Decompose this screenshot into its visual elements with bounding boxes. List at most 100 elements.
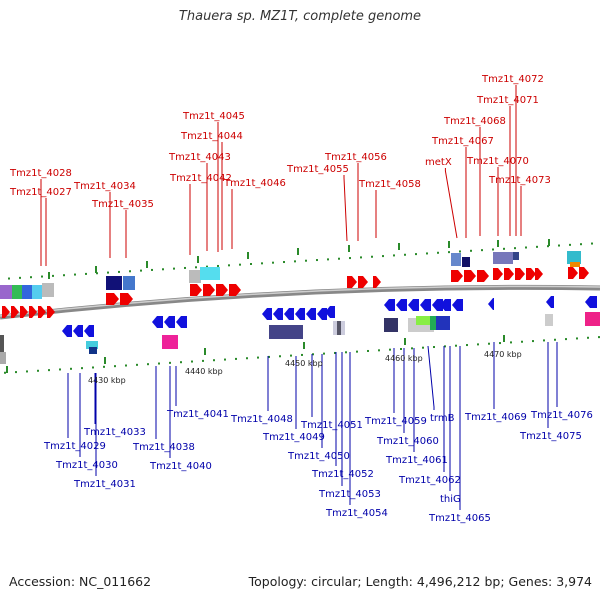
tick-dot <box>367 349 369 352</box>
forward-gene-arrow <box>535 268 543 280</box>
gene-label-Tmz1t_4070: Tmz1t_4070 <box>466 156 529 167</box>
feature-box <box>162 335 178 349</box>
reverse-gene-arrow <box>176 316 187 328</box>
tick-dot <box>92 366 94 369</box>
reverse-gene-arrow <box>152 316 163 328</box>
feature-box <box>567 251 581 264</box>
feature-box <box>0 335 4 353</box>
tick-dot <box>591 242 593 245</box>
gene-label-Tmz1t_4072: Tmz1t_4072 <box>481 74 544 85</box>
gene-label-trmB: trmB <box>430 413 455 424</box>
tick-dot <box>235 357 237 360</box>
forward-gene-arrow <box>579 267 589 279</box>
topology-info: Topology: circular; Length: 4,496,212 bp… <box>248 574 592 589</box>
reverse-gene-arrow <box>432 299 443 311</box>
tick-dot <box>514 247 516 250</box>
tick-dot <box>338 257 340 260</box>
tick-dot <box>246 357 248 360</box>
tick-dot <box>547 245 549 248</box>
forward-gene-arrow <box>106 293 119 305</box>
top-leader-line <box>343 175 348 242</box>
tick-dot <box>426 252 428 255</box>
gene-features <box>0 251 600 364</box>
feature-box <box>384 318 398 332</box>
scale-label: 4460 kbp <box>385 354 423 363</box>
tick-dot <box>74 273 76 276</box>
tick-dot <box>129 270 131 273</box>
gene-label-Tmz1t_4043: Tmz1t_4043 <box>168 152 231 163</box>
forward-gene-arrow <box>190 284 202 296</box>
tick-dot <box>169 361 171 364</box>
tick-dot <box>96 272 98 275</box>
gene-label-Tmz1t_4056: Tmz1t_4056 <box>324 152 387 163</box>
tick-mark <box>146 261 148 268</box>
tick-dot <box>15 371 17 374</box>
tick-mark <box>6 366 8 373</box>
tick-dot <box>525 246 527 249</box>
tick-dot <box>554 338 556 341</box>
gene-label-Tmz1t_4067: Tmz1t_4067 <box>431 136 494 147</box>
tick-mark <box>398 243 400 250</box>
gene-label-Tmz1t_4076: Tmz1t_4076 <box>530 410 593 421</box>
tick-dot <box>455 344 457 347</box>
reverse-gene-arrow <box>546 296 554 308</box>
tick-dot <box>290 354 292 357</box>
gene-label-Tmz1t_4027: Tmz1t_4027 <box>9 187 72 198</box>
tick-dot <box>52 274 54 277</box>
tick-dot <box>250 263 252 265</box>
forward-gene-arrow <box>2 306 10 318</box>
forward-gene-arrow <box>358 276 368 288</box>
reverse-gene-arrow <box>62 325 72 337</box>
tick-mark <box>197 256 199 263</box>
gene-label-Tmz1t_4029: Tmz1t_4029 <box>43 441 106 452</box>
tick-dot <box>356 350 358 353</box>
forward-gene-arrow <box>477 270 489 282</box>
tick-dot <box>191 360 193 363</box>
tick-dot <box>37 369 39 372</box>
gene-label-Tmz1t_4045: Tmz1t_4045 <box>182 111 245 122</box>
gene-label-Tmz1t_4060: Tmz1t_4060 <box>376 436 439 447</box>
feature-box <box>32 285 42 299</box>
gene-label-Tmz1t_4051: Tmz1t_4051 <box>300 420 363 431</box>
tick-dot <box>118 270 120 273</box>
tick-dot <box>147 363 149 366</box>
tick-dot <box>272 261 274 264</box>
feature-box <box>189 270 201 283</box>
reverse-gene-arrow <box>452 299 463 311</box>
tick-dot <box>19 276 21 279</box>
forward-gene-arrow <box>120 293 133 305</box>
tick-dot <box>503 247 505 250</box>
forward-gene-arrow <box>29 306 37 318</box>
gene-label-Tmz1t_4040: Tmz1t_4040 <box>149 461 212 472</box>
tick-dot <box>224 358 226 361</box>
tick-dot <box>360 256 362 259</box>
reverse-gene-arrow <box>262 308 272 320</box>
tick-dot <box>477 343 479 346</box>
gene-label-Tmz1t_4062: Tmz1t_4062 <box>398 475 461 486</box>
reverse-gene-arrow <box>408 299 419 311</box>
feature-box <box>22 285 32 299</box>
tick-dot <box>279 355 281 358</box>
tick-dot <box>85 272 87 275</box>
tick-dot <box>228 264 230 267</box>
feature-box <box>462 257 470 267</box>
tick-dot <box>301 353 303 356</box>
tick-dot <box>470 249 472 252</box>
feature-box <box>86 341 98 349</box>
tick-dot <box>158 362 160 365</box>
tick-dot <box>481 249 483 252</box>
reverse-gene-arrow <box>295 308 305 320</box>
tick-mark <box>348 245 350 252</box>
tick-dot <box>382 255 384 258</box>
forward-gene-arrow <box>526 268 536 280</box>
top-leader-line <box>444 168 458 239</box>
tick-dot <box>499 342 501 345</box>
label-leader-lines <box>40 85 558 510</box>
tick-mark <box>303 342 305 349</box>
tick-dot <box>334 351 336 354</box>
tick-dot <box>400 348 402 350</box>
tick-dot <box>349 257 351 260</box>
tick-mark <box>497 240 499 247</box>
tick-mark <box>297 248 299 255</box>
